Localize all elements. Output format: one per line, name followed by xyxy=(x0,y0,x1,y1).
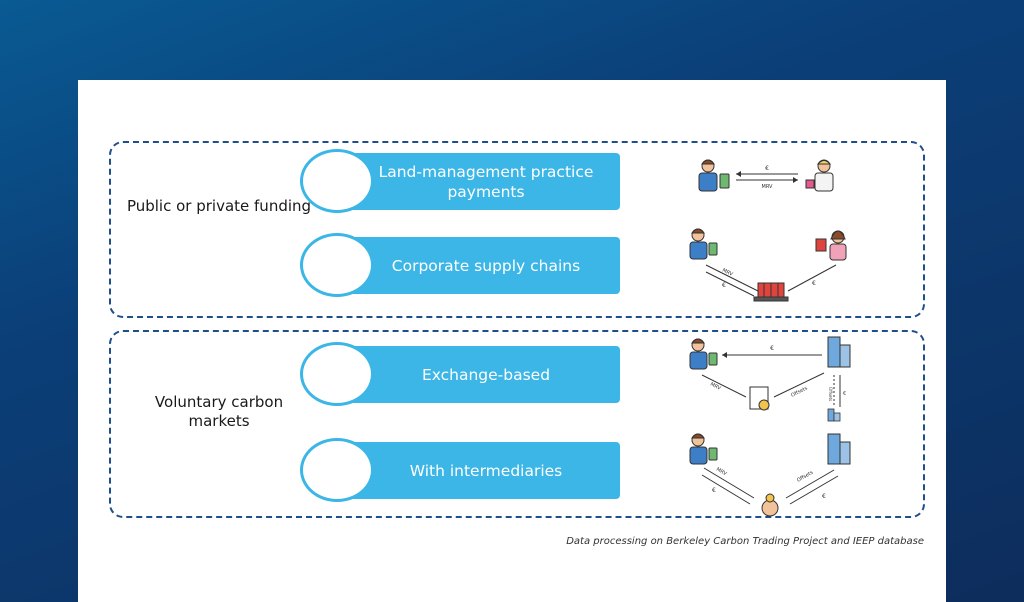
pill-bar: Land-management practice payments xyxy=(338,153,620,210)
pill-circle xyxy=(300,149,374,213)
farmer-icon xyxy=(689,228,718,260)
mrv-label: MRV xyxy=(721,267,734,278)
euro-label: € xyxy=(843,391,846,397)
euro-label: € xyxy=(722,282,726,289)
euro-label: € xyxy=(712,487,716,494)
mrv-label: MRV xyxy=(762,184,774,190)
pill-circle xyxy=(300,233,374,297)
certificate-icon xyxy=(749,386,770,411)
illustration-exchange-based: € MRV Offsets Offsets € xyxy=(689,336,851,422)
source-caption: Data processing on Berkeley Carbon Tradi… xyxy=(566,536,924,547)
factory-icon xyxy=(753,282,789,302)
company-building-icon xyxy=(827,433,851,465)
diagram-card: Public or private funding Land-managemen… xyxy=(78,80,946,602)
group-public-private-funding xyxy=(109,141,925,318)
pill-bar: With intermediaries xyxy=(338,442,620,499)
pill-bar: Exchange-based xyxy=(338,346,620,403)
pill-circle xyxy=(300,342,374,406)
euro-label: € xyxy=(822,493,826,500)
offsets-label: Offsets xyxy=(790,385,809,399)
company-building-icon xyxy=(827,336,851,368)
euro-label: € xyxy=(812,280,816,287)
offsets-label: Offsets xyxy=(828,387,833,401)
city-buildings-icon xyxy=(827,408,841,422)
pill-corporate-supply-chains: Corporate supply chains xyxy=(300,233,642,297)
group-label-voluntary: Voluntary carbon markets xyxy=(154,393,284,430)
pill-exchange-based: Exchange-based xyxy=(300,342,642,406)
handshake-icon xyxy=(761,493,779,517)
mrv-label: MRV xyxy=(715,467,728,478)
pill-with-intermediaries: With intermediaries xyxy=(300,438,642,502)
group-voluntary-carbon-markets xyxy=(109,330,925,518)
illustration-supply-chains: MRV € € xyxy=(689,228,847,302)
pill-circle xyxy=(300,438,374,502)
euro-label: € xyxy=(765,165,769,172)
farmer-icon xyxy=(698,159,730,192)
euro-label: € xyxy=(770,345,774,352)
illustration-intermediaries: MRV € Offsets € xyxy=(689,433,851,517)
group-label-funding: Public or private funding xyxy=(126,197,312,215)
mrv-label: MRV xyxy=(709,381,722,392)
illustration-land-management: € MRV xyxy=(698,159,834,192)
farmer-icon xyxy=(689,338,718,370)
pill-land-management: Land-management practice payments xyxy=(300,149,642,213)
buyer-icon xyxy=(805,159,834,192)
consumer-icon xyxy=(815,230,847,261)
offsets-label: Offsets xyxy=(796,470,815,484)
farmer-icon xyxy=(689,433,718,465)
pill-bar: Corporate supply chains xyxy=(338,237,620,294)
